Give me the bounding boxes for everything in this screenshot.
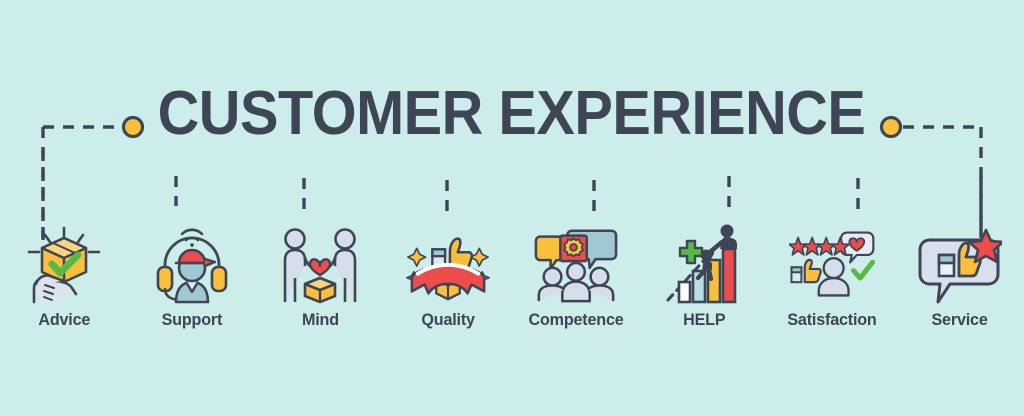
feature-label-satisfaction: Satisfaction [787, 310, 877, 329]
feature-item-quality[interactable]: Quality [384, 212, 512, 330]
feature-icon-row: Advice [0, 212, 1024, 330]
feature-label-mind: Mind [301, 310, 339, 329]
speech-bubble-thumbs-up-star-icon [917, 220, 1003, 304]
headset-agent-icon [149, 220, 235, 304]
thumbs-up-ribbon-stars-icon [405, 220, 491, 304]
feature-label-service: Service [931, 310, 989, 329]
feature-label-quality: Quality [421, 310, 475, 329]
feature-item-help[interactable]: HELP [640, 212, 768, 330]
speech-bubbles-gear-people-icon [533, 220, 619, 304]
stars-thumbs-up-person-check-icon [789, 220, 875, 304]
feature-label-help: HELP [682, 310, 726, 329]
feature-item-mind[interactable]: Mind [256, 212, 384, 330]
feature-item-competence[interactable]: Competence [512, 212, 640, 330]
page-title: CUSTOMER EXPERIENCE [158, 79, 866, 148]
feature-label-support: Support [161, 310, 223, 329]
bar-chart-helping-hand-icon [661, 220, 747, 304]
feature-label-competence: Competence [528, 310, 624, 329]
two-people-heart-box-icon [277, 220, 363, 304]
feature-label-advice: Advice [38, 310, 90, 329]
feature-item-advice[interactable]: Advice [0, 212, 128, 330]
banner-title-container: CUSTOMER EXPERIENCE [0, 82, 1024, 146]
feature-item-satisfaction[interactable]: Satisfaction [768, 212, 896, 330]
hand-holding-box-check-icon [21, 220, 107, 304]
feature-item-support[interactable]: Support [128, 212, 256, 330]
feature-item-service[interactable]: Service [896, 212, 1024, 330]
